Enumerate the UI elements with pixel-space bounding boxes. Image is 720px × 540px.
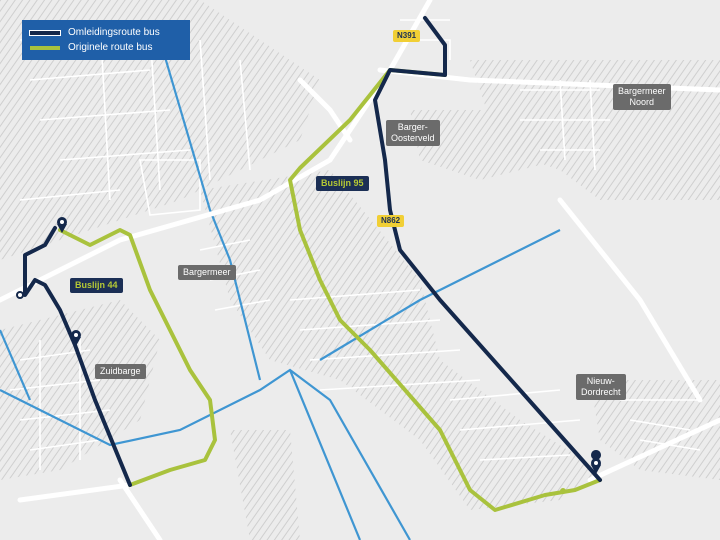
route-end-dot xyxy=(16,291,566,494)
road-tag-n862: N862 xyxy=(377,215,405,227)
legend-original-label: Originele route bus xyxy=(68,42,153,53)
original-bus-route xyxy=(58,68,602,512)
legend-detour-swatch xyxy=(30,30,60,35)
bus-line-label-95: Buslijn 95 xyxy=(316,176,369,191)
detour-bus-route xyxy=(23,16,602,487)
waterways xyxy=(0,39,561,540)
legend-original-row: Originele route bus xyxy=(30,40,182,55)
place-label-bargermeer: Bargermeer xyxy=(178,265,236,280)
bus-line-label-44: Buslijn 44 xyxy=(70,278,123,293)
place-label-nieuw-dordrecht: Nieuw- Dordrecht xyxy=(576,374,626,400)
place-label-bargermeer-noord: Bargermeer Noord xyxy=(613,84,671,110)
map-legend: Omleidingsroute bus Originele route bus xyxy=(22,20,190,60)
road-tag-n391: N391 xyxy=(393,30,421,42)
legend-detour-row: Omleidingsroute bus xyxy=(30,25,182,40)
map-pin-icon xyxy=(591,449,602,474)
legend-detour-label: Omleidingsroute bus xyxy=(68,27,160,38)
place-label-zuidbarge: Zuidbarge xyxy=(95,364,146,379)
map-pin-icon xyxy=(57,217,67,233)
map-pin-icon xyxy=(71,330,81,346)
place-label-barger-oosterveld: Barger- Oosterveld xyxy=(386,120,440,146)
legend-original-swatch xyxy=(30,45,60,50)
